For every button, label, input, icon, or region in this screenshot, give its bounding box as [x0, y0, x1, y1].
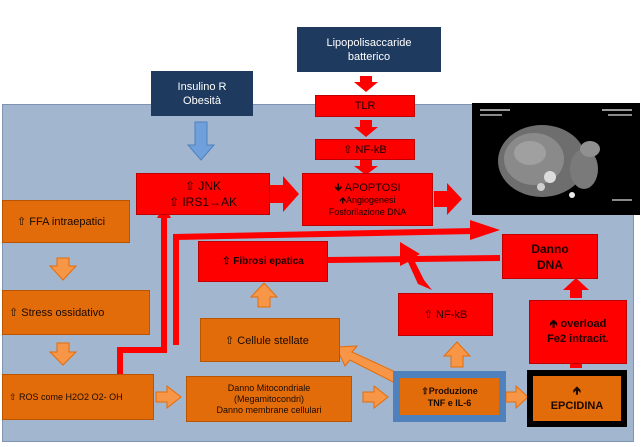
ros-dna-arrowhead	[470, 220, 500, 240]
arrow-overload-dna	[563, 278, 589, 298]
arrow-tnf-cellule	[335, 345, 405, 385]
danno-dna-box: Danno DNA	[502, 234, 598, 279]
insulino-line2: Obesità	[183, 94, 221, 107]
fibrosi-dna-line	[327, 255, 501, 263]
arrow-nfkb-apoptosi	[354, 159, 378, 175]
jnk-box: ⇧ JNK ⇧ IRS1→AK	[136, 173, 270, 215]
nfkb-mid-box: ⇧ NF-kB	[398, 293, 493, 336]
lipopolisaccaridi-box: Lipopolisaccaride batterico	[297, 27, 441, 72]
nfkb-top-label: ⇧ NF-kB	[343, 144, 387, 156]
cellule-box: ⇧ Cellule stellate	[200, 318, 340, 362]
apoptosi-label: 🡻 APOPTOSI	[334, 181, 401, 194]
angiogenesi-label: 🡹Angiogenesi	[339, 194, 396, 205]
arrow-tnf-epcidina	[505, 384, 529, 410]
arrow-ros-mito	[155, 384, 182, 410]
nfkb-diagonal-arrow	[400, 242, 432, 290]
ffa-box: ⇧ FFA intraepatici	[2, 200, 130, 243]
epcidina-label: EPCIDINA	[550, 399, 604, 412]
tlr-label: TLR	[354, 100, 376, 112]
nfkb-top-box: ⇧ NF-kB	[315, 139, 415, 160]
arrow-jnk-apoptosi	[270, 176, 299, 212]
ffa-label: ⇧ FFA intraepatici	[17, 216, 106, 228]
arrow-stress-ros	[48, 342, 78, 366]
fibrosi-label: ⇧ Fibrosi epatica	[222, 256, 304, 267]
arrow-lipo-tlr	[354, 76, 378, 92]
lipopolisaccaridi-line1: Lipopolisaccaride	[326, 36, 412, 49]
ros-box: ⇧ ROS come H2O2 O2- OH	[2, 374, 154, 420]
overload-label: 🡹 overload	[549, 318, 607, 330]
fibrosi-box: ⇧ Fibrosi epatica	[198, 241, 328, 282]
fe-label: Fe2 intracit.	[547, 333, 609, 345]
stress-label: ⇧ Stress ossidativo	[9, 307, 105, 319]
arrow-apoptosi-ct	[434, 183, 462, 215]
overload-box: 🡹 overload Fe2 intracit.	[529, 300, 627, 364]
ros-jnk-line-outer	[117, 212, 167, 375]
dna-label: DNA	[537, 257, 563, 272]
epcidina-arrow-icon: 🡹	[573, 384, 581, 397]
tlr-box: TLR	[315, 95, 415, 117]
danno-label: Danno	[531, 241, 569, 256]
arrow-cellule-fibrosi	[249, 282, 279, 308]
ros-dna-line	[173, 228, 475, 345]
mito-line3: Danno membrane cellulari	[216, 404, 322, 415]
nfkb-mid-label: ⇧ NF-kB	[423, 309, 468, 321]
stress-box: ⇧ Stress ossidativo	[2, 290, 150, 335]
jnk-label: ⇧ JNK	[184, 179, 222, 193]
insulino-line1: Insulino R	[177, 80, 227, 93]
fosforilazione-label: Fosforilazione DNA	[328, 206, 407, 217]
cellule-label: ⇧ Cellule stellate	[225, 334, 309, 347]
arrow-mito-tnf	[362, 384, 389, 410]
mito-line1: Danno Mitocondriale	[227, 382, 311, 393]
mito-line2: (Megamitocondri)	[233, 393, 305, 404]
tnf-box: ⇧Produzione TNF e IL-6	[400, 378, 499, 415]
tnf-line1: ⇧Produzione	[421, 385, 478, 396]
mito-box: Danno Mitocondriale (Megamitocondri) Dan…	[186, 376, 352, 422]
irs-label: ⇧ IRS1→AK	[168, 195, 238, 209]
epcidina-box: 🡹 EPCIDINA	[533, 376, 621, 421]
apoptosi-box: 🡻 APOPTOSI 🡹Angiogenesi Fosforilazione D…	[302, 173, 433, 226]
lipopolisaccaridi-line2: batterico	[347, 50, 391, 63]
arrow-tnf-nfkb	[442, 341, 472, 368]
arrow-ffa-stress	[48, 257, 78, 281]
arrow-tlr-nfkb	[354, 120, 378, 137]
insulino-box: Insulino R Obesità	[151, 71, 253, 116]
ct-scan-image	[472, 103, 640, 215]
tnf-line2: TNF e IL-6	[427, 397, 472, 408]
blue-down-arrow	[186, 121, 216, 161]
ros-label: ⇧ ROS come H2O2 O2- OH	[9, 391, 123, 402]
